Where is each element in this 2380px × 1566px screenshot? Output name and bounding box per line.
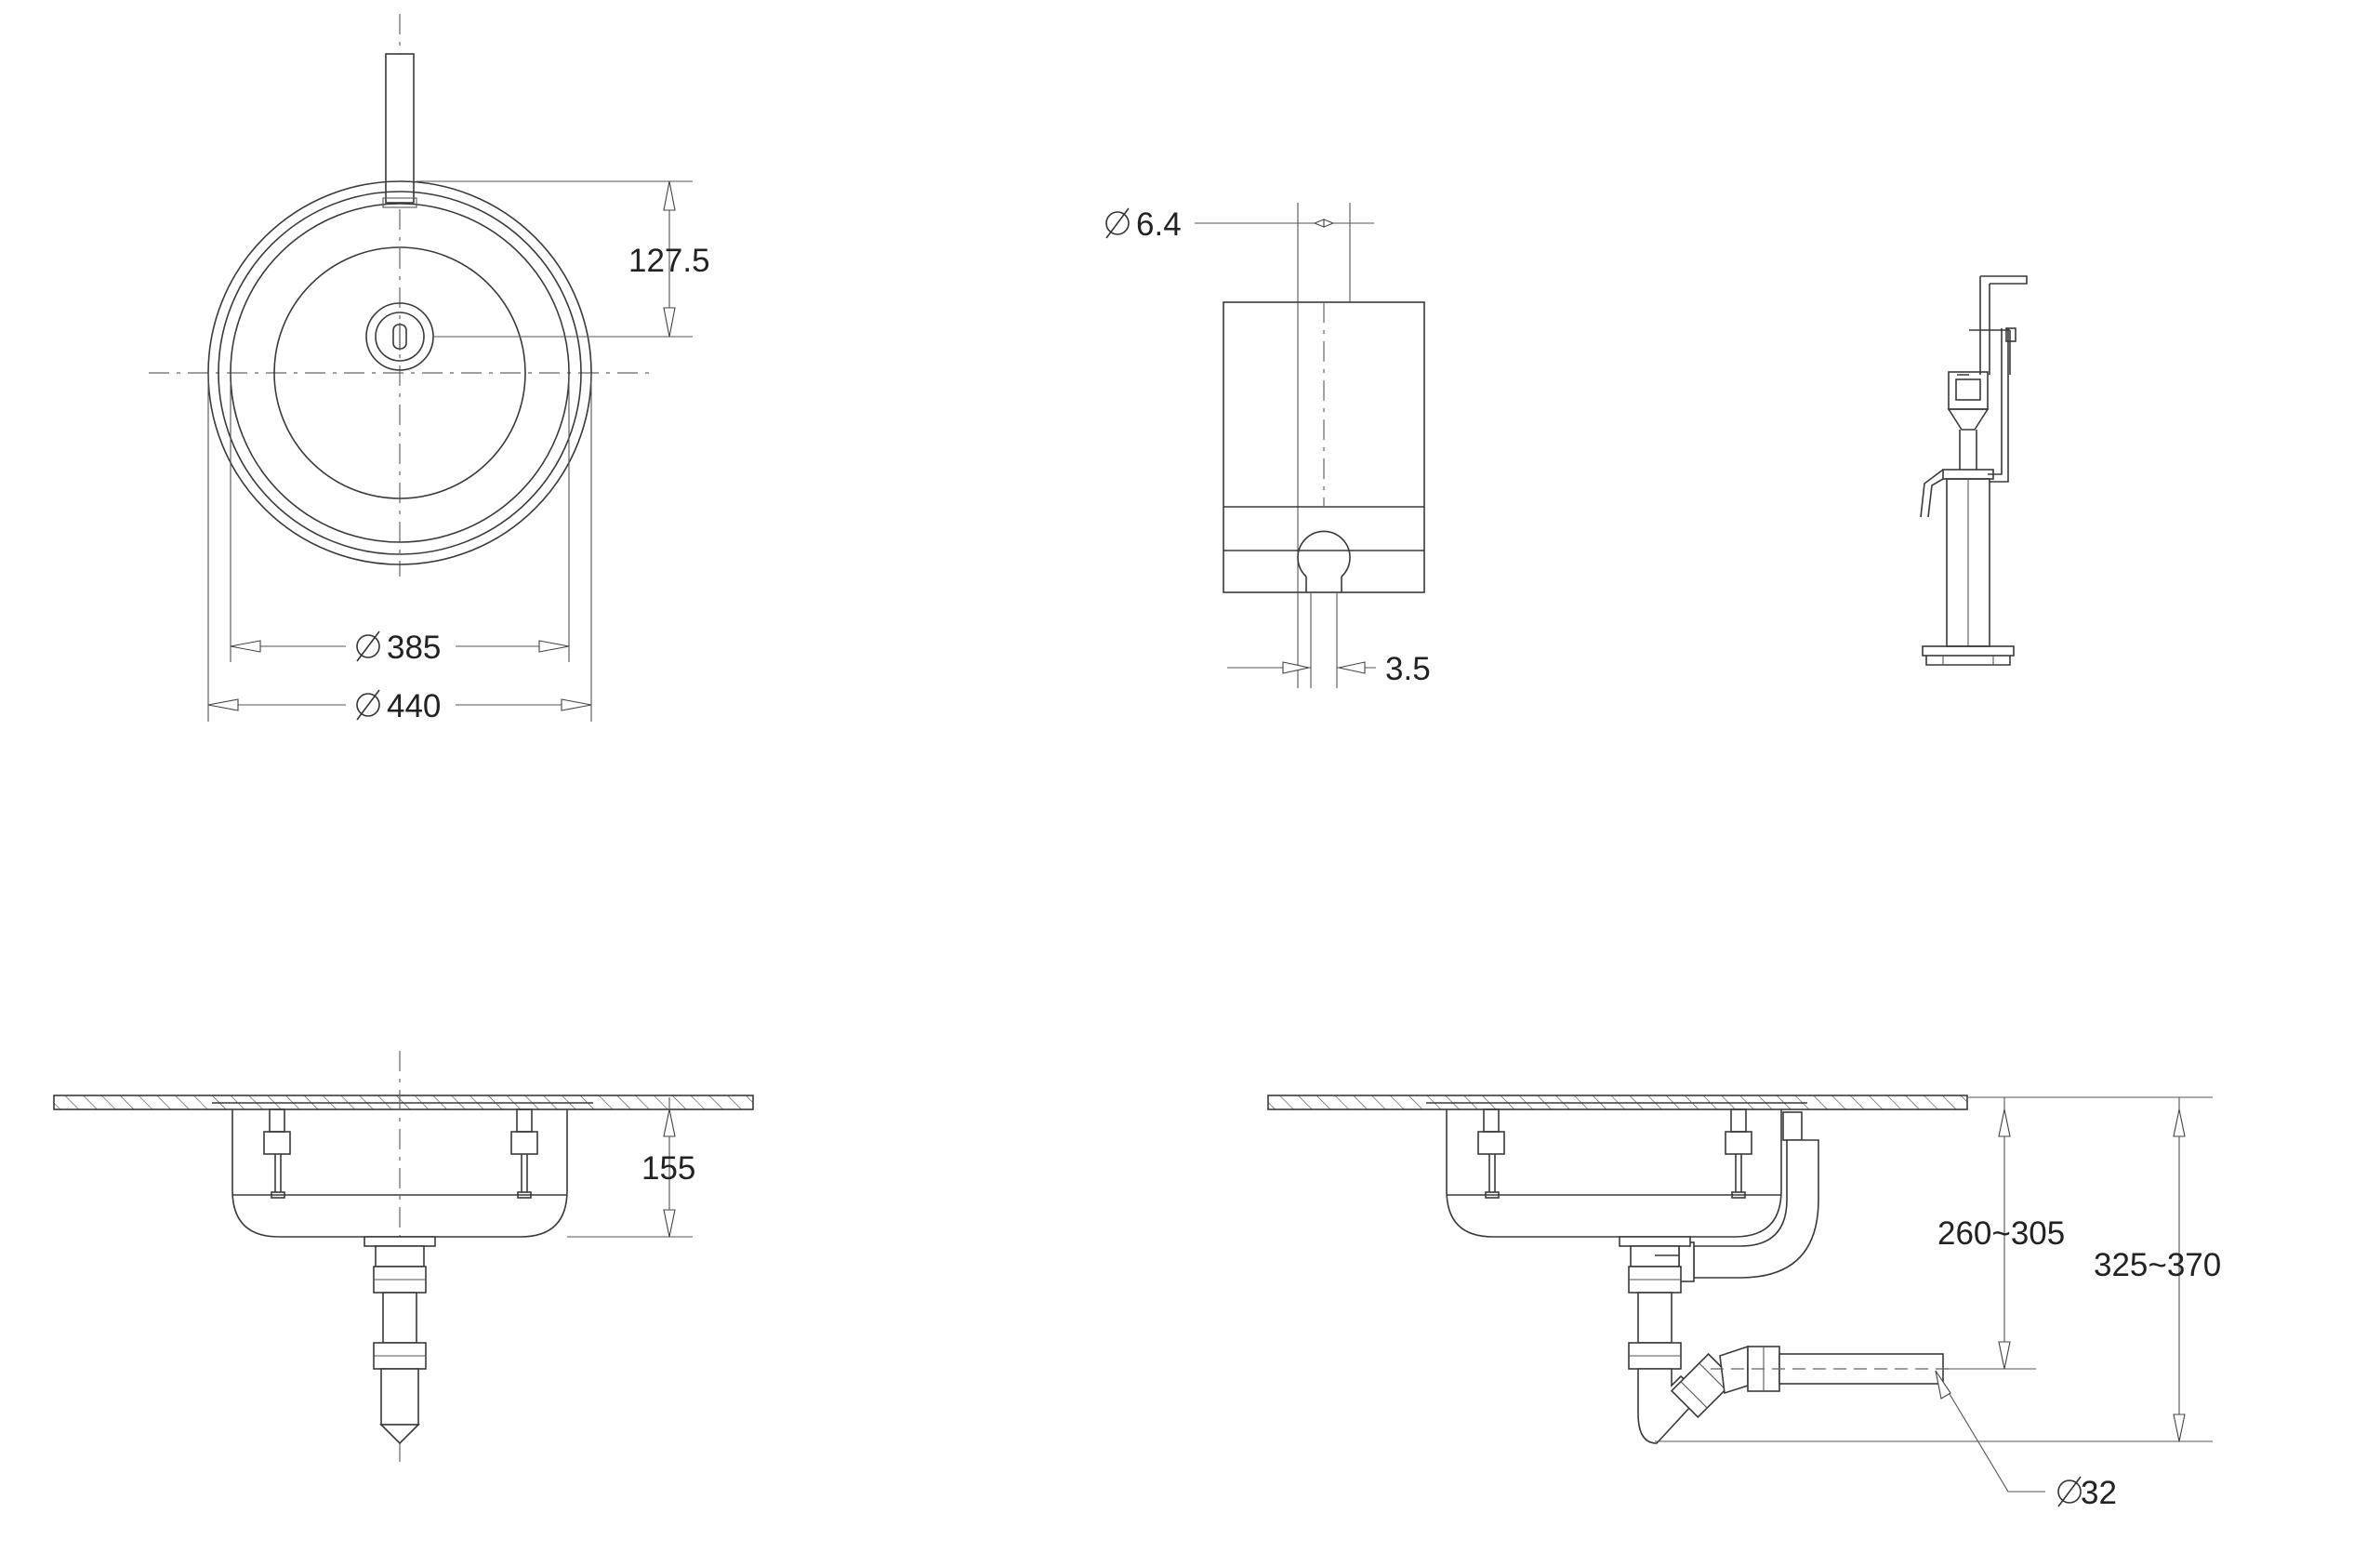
dim-pipe-diameter: 32 bbox=[2081, 1475, 2117, 1511]
top-view: 127.5 385 440 bbox=[149, 14, 710, 724]
diameter-symbol-icon bbox=[1105, 207, 1130, 239]
clip-right bbox=[510, 1108, 538, 1199]
clip-right bbox=[1725, 1108, 1752, 1199]
clip-left bbox=[1477, 1108, 1505, 1199]
diameter-symbol-icon bbox=[356, 630, 380, 662]
dim-bowl-outer: 440 bbox=[387, 688, 441, 724]
front-section-right: 260~305 325~370 32 bbox=[1267, 1095, 2221, 1511]
dim-trap-height-a: 260~305 bbox=[1937, 1215, 2065, 1252]
front-section-left: 155 bbox=[53, 1051, 754, 1465]
dim-tap-offset: 127.5 bbox=[628, 243, 710, 279]
clip-left bbox=[263, 1108, 291, 1199]
dim-pin-diameter: 6.4 bbox=[1136, 206, 1182, 243]
diameter-symbol-icon bbox=[2057, 1476, 2082, 1507]
dim-bowl-inner: 385 bbox=[387, 630, 441, 666]
dim-trap-height-b: 325~370 bbox=[2094, 1247, 2221, 1283]
dim-bowl-depth: 155 bbox=[641, 1150, 695, 1187]
dim-gap: 3.5 bbox=[1385, 651, 1431, 687]
clip-detail-view: 6.4 3.5 bbox=[1105, 203, 1431, 688]
bracket-side-view bbox=[1920, 275, 2028, 666]
diameter-symbol-icon bbox=[356, 689, 380, 721]
